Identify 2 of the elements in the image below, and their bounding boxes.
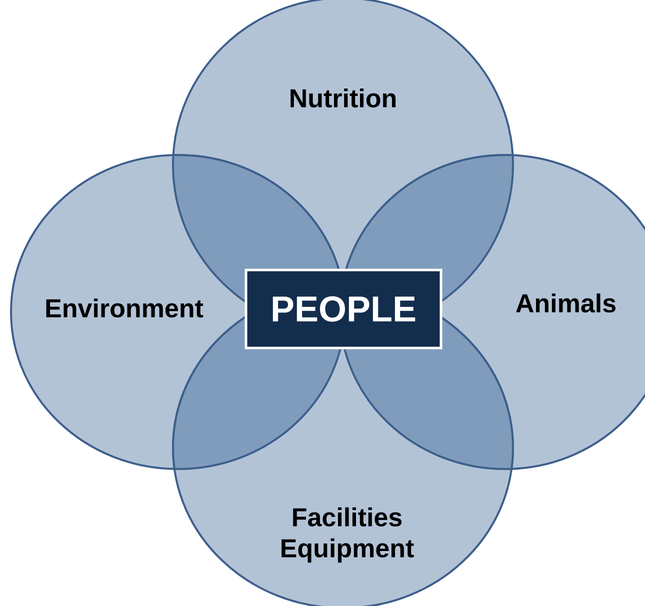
title-box: PEOPLE <box>244 268 442 350</box>
node-label: Animals <box>516 293 616 313</box>
